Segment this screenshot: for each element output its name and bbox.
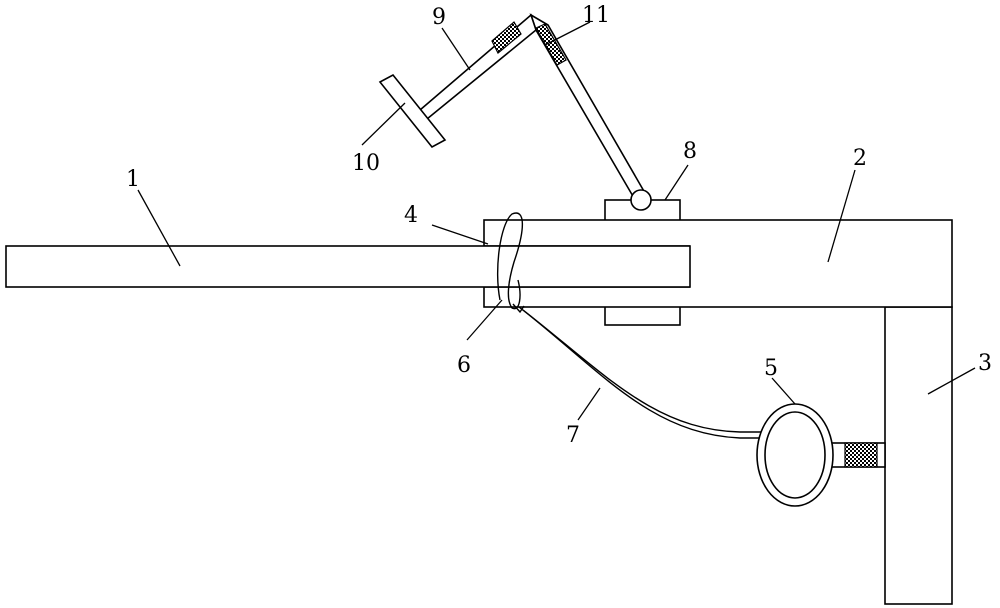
leader-11 — [544, 21, 591, 46]
part-11-grip — [535, 23, 567, 66]
label-11: 11 — [582, 3, 610, 28]
part-10-t-handle — [378, 73, 447, 149]
label-2: 2 — [853, 146, 867, 171]
part-5-connector-grip — [844, 442, 878, 468]
part-3-column — [884, 306, 953, 605]
part-5-ring-inner — [764, 411, 826, 499]
part-8-pivot-knob — [630, 189, 652, 211]
leader-6 — [466, 299, 503, 341]
leader-2 — [827, 169, 856, 263]
leader-5 — [771, 377, 796, 405]
part-1-rod — [5, 245, 691, 288]
part-8-clamp-bottom — [604, 304, 681, 326]
label-9: 9 — [432, 5, 446, 30]
label-5: 5 — [764, 356, 778, 381]
leader-4 — [431, 224, 489, 245]
leader-1 — [137, 189, 181, 267]
part-6-wire-hook — [512, 303, 525, 314]
part-9-grip — [491, 21, 522, 54]
label-7: 7 — [566, 423, 580, 448]
label-3: 3 — [978, 351, 992, 376]
label-6: 6 — [457, 353, 471, 378]
label-1: 1 — [126, 167, 140, 192]
label-4: 4 — [404, 203, 418, 228]
part-7-cable-inner — [522, 309, 766, 433]
label-8: 8 — [683, 139, 697, 164]
leader-7 — [577, 387, 601, 421]
part-7-cable — [518, 306, 768, 439]
leader-9 — [441, 27, 471, 71]
label-10: 10 — [352, 151, 380, 176]
leader-8 — [664, 164, 689, 201]
leader-10 — [361, 102, 406, 146]
leader-3 — [927, 367, 976, 395]
